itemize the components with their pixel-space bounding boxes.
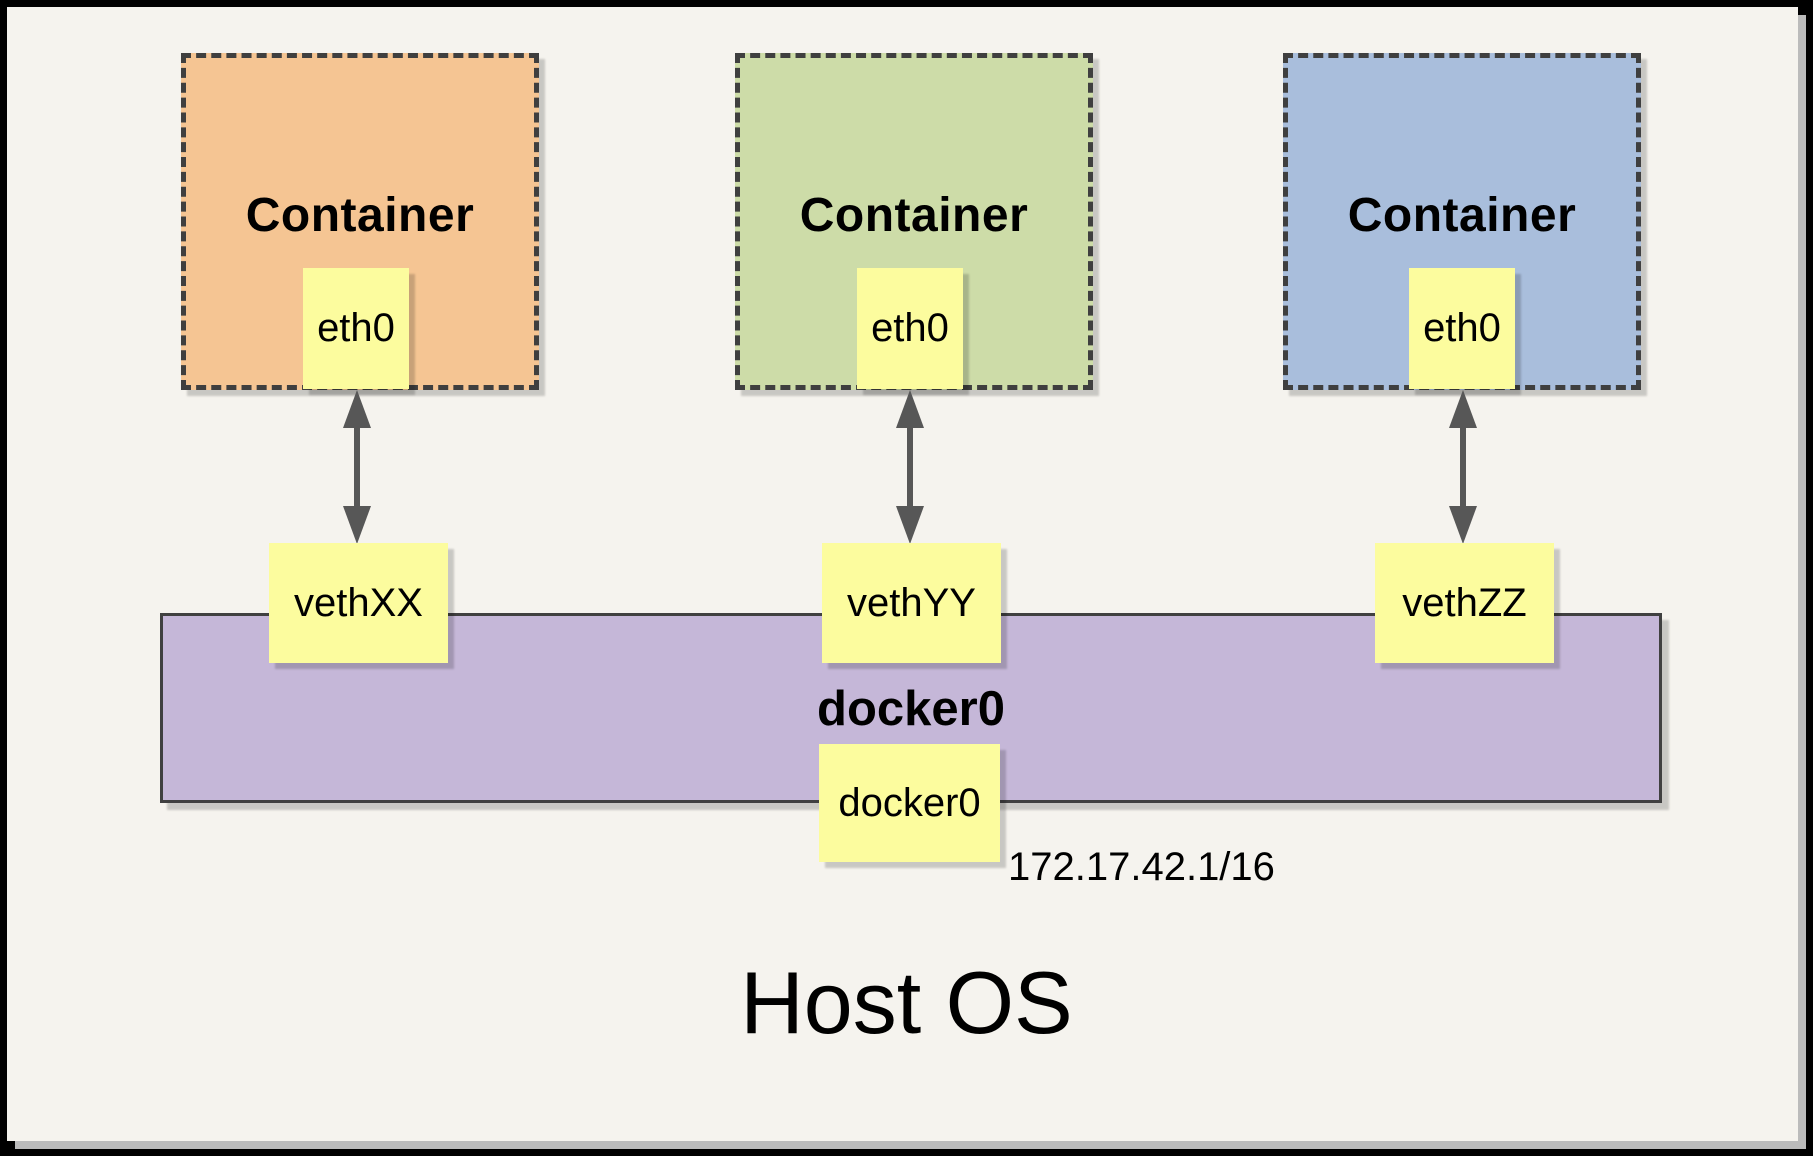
container-title: Container	[1347, 189, 1577, 242]
double-arrow-icon	[343, 390, 371, 544]
veth-box-1: vethXX	[269, 543, 448, 663]
eth0-interface-box-1: eth0	[303, 268, 409, 389]
double-arrow-icon	[896, 390, 924, 544]
docker0-label: docker0	[838, 780, 981, 825]
veth-label: vethZZ	[1402, 580, 1527, 625]
docker0-interface-box: docker0	[819, 744, 1000, 862]
container-title: Container	[245, 189, 475, 242]
eth0-label: eth0	[871, 306, 949, 350]
eth0-interface-box-3: eth0	[1409, 268, 1515, 389]
veth-label: vethYY	[847, 580, 976, 625]
eth0-label: eth0	[1423, 306, 1501, 350]
container-title: Container	[799, 189, 1029, 242]
veth-box-3: vethZZ	[1375, 543, 1554, 663]
eth0-interface-box-2: eth0	[857, 268, 963, 389]
docker0-bridge-label: docker0	[817, 682, 1005, 736]
bridge-ip-label: 172.17.42.1/16	[1008, 845, 1275, 889]
eth0-label: eth0	[317, 306, 395, 350]
container-box-1: Container	[181, 53, 539, 390]
veth-box-2: vethYY	[822, 543, 1001, 663]
veth-label: vethXX	[294, 580, 423, 625]
double-arrow-icon	[1449, 390, 1477, 544]
host-os-label: Host OS	[740, 953, 1073, 1052]
